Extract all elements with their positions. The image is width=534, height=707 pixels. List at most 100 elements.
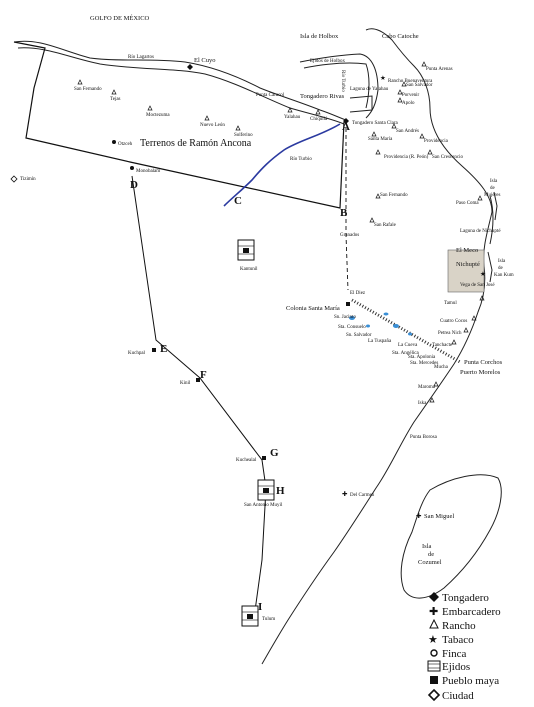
svg-text:Ciudad: Ciudad xyxy=(442,690,474,702)
label-cabo-catoche: Cabo Catoche xyxy=(382,33,419,40)
ejidos-icon xyxy=(257,479,275,501)
label-san-fernando-e: San Fernando xyxy=(380,193,408,198)
legend-item-ejidos: Ejidos xyxy=(427,660,470,673)
label-sn-salvador: Sn. Salvador xyxy=(346,333,372,338)
label-tongadero-santa-clara: Tongadero Santa Clara xyxy=(352,121,399,126)
svg-text:Tongadero: Tongadero xyxy=(442,592,489,604)
label-puerto-morelos: Puerto Morelos xyxy=(460,369,501,376)
label-san-miguel: San Miguel xyxy=(424,513,454,520)
tongadero-icon xyxy=(343,118,349,124)
label-kuchpal: Kuchpal xyxy=(128,351,146,356)
coastline xyxy=(13,28,494,665)
label-san-antonio-muyil: San Antonio Muyil xyxy=(244,503,283,508)
isla-mujeres-shape xyxy=(493,191,498,221)
legend-item-pueblo-maya: Pueblo maya xyxy=(430,675,499,687)
point-g: G xyxy=(270,447,279,459)
tabaco-icon: ★ xyxy=(428,634,438,646)
cozumel-island xyxy=(400,474,502,599)
label-sta-mercedes: Sta. Mercedes xyxy=(410,361,438,366)
ejidos-icon xyxy=(427,660,441,672)
ciudad-icon xyxy=(10,175,18,183)
label-providencia: Providencia xyxy=(424,139,449,144)
map-symbols: ✚ ✚ ★ ★ xyxy=(10,61,486,627)
point-e: E xyxy=(160,343,167,355)
finca-icon xyxy=(130,166,134,170)
dashed-route xyxy=(345,128,349,291)
label-moctezuma: Moctezuma xyxy=(146,113,170,118)
label-kuchealal: Kuchealal xyxy=(236,458,257,463)
label-sta-consuelo: Sta. Consuelo xyxy=(338,325,366,330)
label-rio-lagartos: Río Lagartos xyxy=(128,55,154,60)
finca-icon xyxy=(112,140,116,144)
legend-item-embarcadero: ✚ Embarcadero xyxy=(429,606,501,618)
label-porvenir: Porvenir xyxy=(402,93,420,98)
svg-text:Rancho: Rancho xyxy=(442,620,476,632)
embarcadero-icon: ✚ xyxy=(429,606,438,618)
label-del-carmen: Del Carmen xyxy=(350,493,375,498)
point-f: F xyxy=(200,369,207,381)
rancho-icon xyxy=(429,618,439,629)
point-b: B xyxy=(340,207,348,219)
svg-text:Ejidos: Ejidos xyxy=(442,661,470,673)
point-h: H xyxy=(276,485,285,497)
tabaco-icon: ★ xyxy=(380,74,386,82)
ciudad-icon xyxy=(427,688,441,702)
label-ejidos-holbox: Ejidos de Holbox xyxy=(310,59,345,64)
label-otzceh: Otzceh xyxy=(118,142,133,147)
property-boundary xyxy=(13,41,345,209)
label-san-fernando-w: San Fernando xyxy=(74,87,102,92)
label-providencia-r-peon: Providencia (R. Peón) xyxy=(384,155,429,160)
label-monobalam: Monobalam xyxy=(136,169,160,174)
label-petrea-nich: Petrea Nich xyxy=(438,331,462,336)
isla-kankum-shape xyxy=(487,251,493,283)
lagoon-water xyxy=(349,312,412,336)
label-paso-coma: Paso Coma xyxy=(456,201,479,206)
isla-holbox-label: Isla de Holbox xyxy=(300,33,339,40)
label-colonia-santa-maria: Colonia Santa María xyxy=(286,305,340,312)
label-punta-borosa: Punta Borosa xyxy=(410,435,438,440)
embarcadero-icon: ✚ xyxy=(342,490,348,498)
nichupte-lagoon-area xyxy=(447,249,485,293)
pueblo-maya-icon xyxy=(262,456,266,460)
label-san-andres: San Andrés xyxy=(396,129,419,134)
label-sta-angelica: Sta. Angélica xyxy=(392,351,419,356)
finca-icon xyxy=(430,649,438,657)
label-santa-maria: Santa María xyxy=(368,137,393,142)
label-sn-jacinto: Sn. Jacinto xyxy=(334,315,356,320)
rio-turbio-river xyxy=(223,123,341,207)
label-kantunil: Kantunil xyxy=(240,267,258,272)
label-punta-caracol: Punta Caracol xyxy=(256,93,285,98)
label-tizimin: Tizimín xyxy=(20,177,36,182)
label-tongadero-rivas: Tongadero Rivas xyxy=(300,93,345,100)
label-el-cuyo: El Cuyo xyxy=(194,57,216,64)
label-san-rafale: San Rafale xyxy=(374,223,397,228)
label-el-meco: El Meco xyxy=(456,247,478,254)
label-tanchacte: Tanchacte xyxy=(432,343,453,348)
label-tamul: Tamul xyxy=(444,301,457,306)
legend-item-ciudad: Ciudad xyxy=(427,688,474,702)
map-title: Terrenos de Ramón Ancona xyxy=(140,138,252,149)
tabaco-icon: ★ xyxy=(480,270,486,278)
label-punta-arenas: Punta Arenas xyxy=(426,67,453,72)
svg-text:Finca: Finca xyxy=(442,648,467,660)
legend: Tongadero ✚ Embarcadero Rancho ★ Tabaco … xyxy=(427,592,501,702)
point-d: D xyxy=(130,179,138,191)
embarcadero-icon: ✚ xyxy=(416,512,422,520)
label-sta-apolonia: Sta. Apolonia xyxy=(408,355,436,360)
label-rancho-buenaventura: Rancho Buenaventura xyxy=(388,79,433,84)
point-c: C xyxy=(234,195,242,207)
label-cuatro-cocos: Cuatro Cocos xyxy=(440,319,467,324)
tongadero-icon xyxy=(429,592,439,602)
label-apolo: Apolo xyxy=(402,101,415,106)
label-solferino: Solferino xyxy=(234,133,253,138)
pueblo-maya-icon xyxy=(152,348,156,352)
label-san-crescencio: San Crescencio xyxy=(432,155,463,160)
label-rio-turbio-n: Río Turbio xyxy=(340,70,345,92)
place-labels: Cabo Catoche Ejidos de Holbox Río Lagart… xyxy=(20,33,503,622)
point-i: I xyxy=(258,601,262,613)
label-mucha: Mucha xyxy=(434,365,449,370)
